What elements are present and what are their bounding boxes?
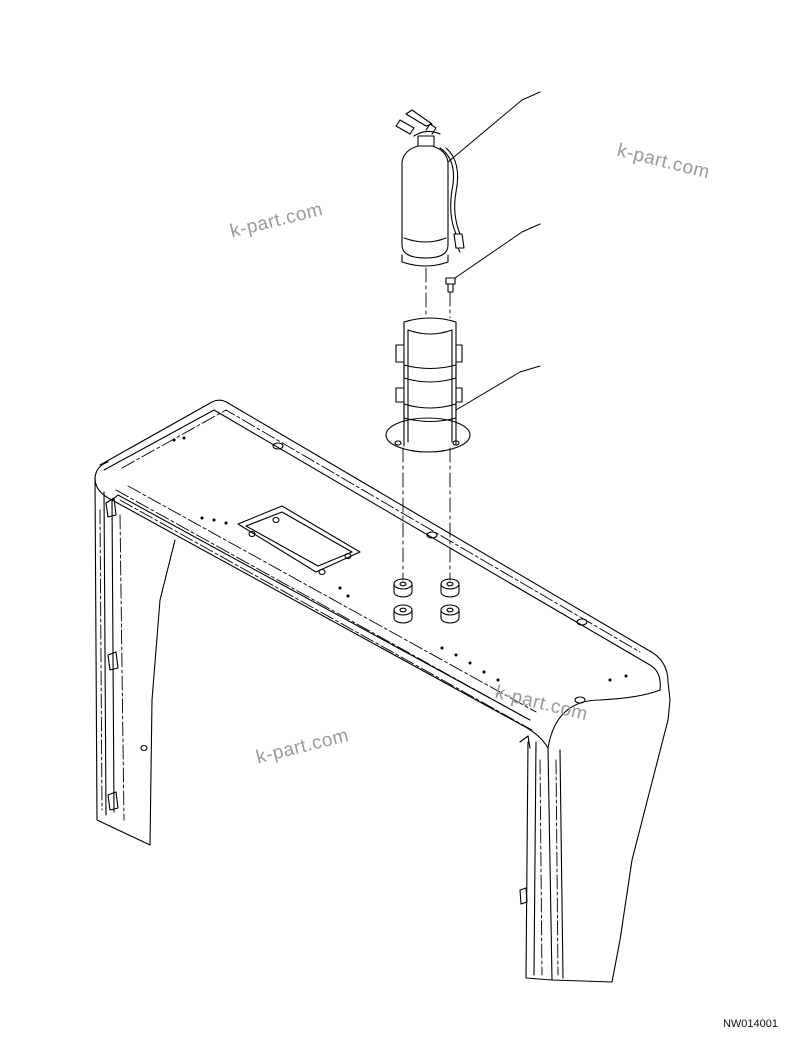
fire-extinguisher <box>395 109 465 267</box>
cab-frame <box>94 399 671 983</box>
rubber-mounts <box>393 578 460 624</box>
alignment-lines <box>402 267 451 581</box>
leader-lines <box>447 91 541 411</box>
mounting-bolt <box>445 277 456 293</box>
extinguisher-bracket <box>385 317 471 453</box>
drawing-code: NW014001 <box>722 1018 778 1030</box>
